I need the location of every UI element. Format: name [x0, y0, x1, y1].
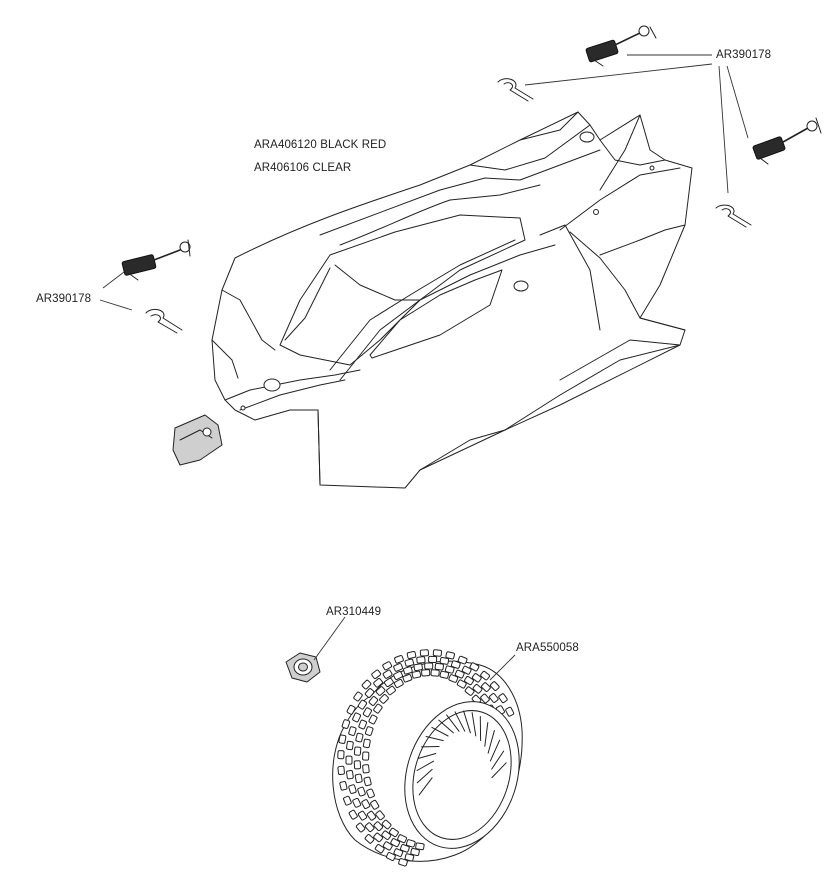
tread-knob	[363, 765, 370, 774]
tread-knob	[420, 650, 428, 656]
body-mount-top	[586, 26, 656, 66]
label-nut: AR310449	[326, 606, 381, 618]
tread-knob	[364, 777, 372, 786]
tread-knob	[394, 655, 404, 663]
tread-knob	[354, 747, 361, 756]
tread-knob	[405, 659, 414, 667]
tread-knob	[338, 751, 344, 759]
tread-knob	[346, 756, 352, 764]
tread-knob	[354, 761, 360, 769]
tread-knob	[363, 739, 370, 748]
tread-knob	[412, 671, 421, 679]
tread-knob	[353, 692, 363, 702]
wheel-nut	[286, 653, 320, 682]
tread-knob	[431, 670, 439, 677]
tread-knob	[417, 656, 426, 663]
tread-knob	[355, 774, 362, 783]
tread-knob	[356, 733, 364, 742]
tire	[333, 650, 538, 867]
label-tire: ARA550058	[516, 642, 579, 654]
tread-knob	[435, 663, 444, 670]
tread-knob	[422, 670, 430, 677]
tread-knob	[371, 669, 381, 679]
label-body-mount-right: AR390178	[716, 49, 771, 61]
tread-knob	[340, 781, 348, 790]
body-mount-right	[753, 118, 821, 164]
body-mount-left	[122, 240, 190, 280]
tread-knob	[339, 735, 346, 744]
tread-knob	[346, 741, 353, 750]
tread-knob	[346, 770, 353, 779]
tread-knob	[446, 652, 455, 660]
body-clip-right	[716, 205, 751, 227]
body-clip-left	[146, 309, 182, 333]
label-body-part-alt: AR406106 CLEAR	[254, 162, 351, 174]
tread-knob	[338, 766, 345, 775]
tread-knob	[414, 664, 423, 671]
tread-knob	[433, 650, 441, 657]
label-body-mount-left: AR390178	[36, 293, 91, 305]
tread-knob	[382, 661, 392, 670]
label-body-part: ARA406120 BLACK RED	[254, 139, 386, 151]
front-skid-piece	[173, 415, 222, 465]
tread-knob	[407, 651, 416, 659]
body-clip-top	[498, 79, 533, 101]
tread-knob	[429, 656, 437, 662]
tread-knob	[363, 752, 369, 760]
tread-knob	[425, 663, 433, 669]
tread-knob	[393, 663, 403, 672]
